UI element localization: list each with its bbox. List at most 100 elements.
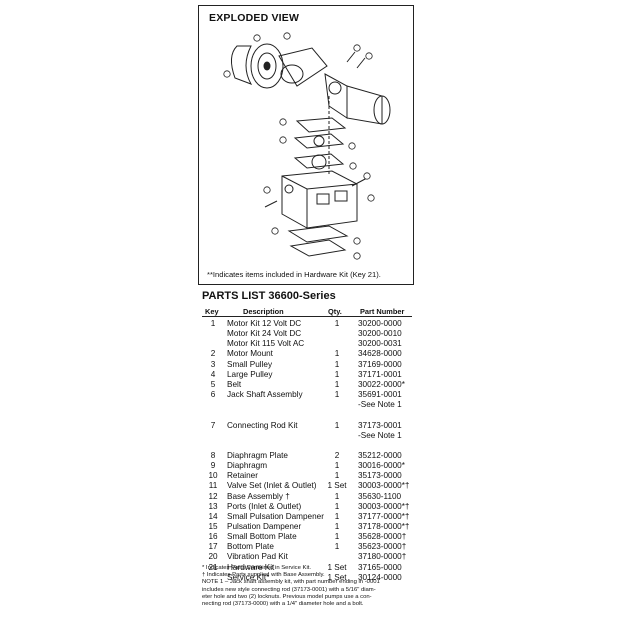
row-part-number: 37173-0001 bbox=[358, 420, 402, 430]
row-part-number: 37169-0000 bbox=[358, 359, 402, 369]
row-description: Vibration Pad Kit bbox=[227, 552, 288, 562]
row-part-number: 30016-0000* bbox=[358, 461, 405, 471]
note-line: † Indicates Parts supplied with Base Ass… bbox=[202, 572, 325, 579]
row-key: 17 bbox=[208, 542, 218, 552]
row-key: 6 bbox=[210, 390, 216, 400]
row-part-number: 35630-1100 bbox=[358, 491, 402, 501]
row-part-number: 30200-0031 bbox=[358, 339, 402, 349]
row-part-number: 37177-0000*† bbox=[358, 511, 410, 521]
header-divider bbox=[202, 316, 412, 317]
row-part-number: 35628-0000† bbox=[358, 532, 407, 542]
row-key: 21 bbox=[208, 562, 218, 572]
row-part-number: 37171-0001 bbox=[358, 369, 402, 379]
row-description: Diaphragm bbox=[227, 461, 268, 471]
row-qty: 2 bbox=[334, 450, 340, 460]
row-description: Motor Kit 24 Volt DC bbox=[227, 329, 302, 339]
motor-mount-shape bbox=[280, 64, 304, 84]
col-header-description: Description bbox=[243, 307, 284, 316]
row-qty: 1 bbox=[334, 369, 340, 379]
vibration-pad-shape bbox=[289, 239, 347, 257]
row-part-number: 35173-0000 bbox=[358, 471, 402, 481]
row-part-number: 30124-0000 bbox=[358, 572, 402, 582]
row-description: Jack Shaft Assembly bbox=[227, 390, 303, 400]
row-description: Pulsation Dampener bbox=[227, 522, 302, 531]
row-description: Small Pulley bbox=[227, 359, 273, 369]
row-description: Base Assembly † bbox=[227, 491, 290, 501]
callout-markers bbox=[223, 32, 375, 260]
row-part-number: 30200-0010 bbox=[358, 329, 402, 339]
row-qty: 1 bbox=[334, 542, 340, 552]
row-key: 9 bbox=[210, 461, 216, 471]
row-qty: 1 Set bbox=[327, 572, 347, 582]
row-description: Valve Set (Inlet & Outlet) bbox=[227, 481, 317, 491]
row-part-number: 37165-0000 bbox=[358, 562, 402, 572]
row-qty: 1 bbox=[334, 501, 340, 511]
row-qty: 1 Set bbox=[327, 481, 347, 491]
row-description: Bottom Plate bbox=[227, 542, 274, 552]
row-part-number: 35691-0001 bbox=[358, 390, 402, 400]
row-qty: 1 Set bbox=[327, 562, 347, 572]
row-description: Hardware Kit bbox=[227, 562, 275, 572]
row-part-number: 34628-0000 bbox=[358, 349, 402, 359]
row-part-number: -See Note 1 bbox=[358, 430, 402, 440]
row-qty: 1 bbox=[334, 491, 340, 501]
row-description: Motor Kit 12 Volt DC bbox=[227, 319, 302, 328]
row-qty: 1 bbox=[334, 359, 340, 369]
row-key: 11 bbox=[208, 481, 218, 491]
row-qty: 1 bbox=[334, 522, 340, 531]
row-key: 3 bbox=[210, 359, 216, 369]
parts-list-title: PARTS LIST 36600-Series bbox=[202, 290, 336, 302]
row-part-number: 37178-0000*† bbox=[358, 522, 410, 531]
row-key: 14 bbox=[208, 511, 218, 521]
row-key: 2 bbox=[210, 349, 216, 359]
note-line: NOTE 1 – Jack shaft assembly kit, with p… bbox=[202, 579, 380, 586]
bottom-plate-shape bbox=[287, 225, 349, 243]
note-line: eter hole and two (2) locknuts. Previous… bbox=[202, 593, 372, 600]
row-description: Ports (Inlet & Outlet) bbox=[227, 501, 302, 511]
hardware-kit-note: **Indicates items included in Hardware K… bbox=[207, 270, 381, 279]
row-description: Belt bbox=[227, 379, 242, 389]
row-qty: 1 bbox=[334, 461, 340, 471]
row-part-number: 35212-0000 bbox=[358, 450, 402, 460]
row-description: Service Kit* bbox=[227, 572, 270, 582]
row-key: 13 bbox=[208, 501, 218, 511]
row-key: 5 bbox=[210, 379, 216, 389]
row-description: Retainer bbox=[227, 471, 258, 481]
row-qty: 1 bbox=[334, 420, 340, 430]
note-line: includes new style connecting rod (37173… bbox=[202, 586, 376, 593]
row-description: Diaphragm Plate bbox=[227, 450, 288, 460]
row-key: 1 bbox=[210, 319, 216, 328]
retainer-shape bbox=[293, 153, 345, 169]
note-line: * Indicates Parts Contained in Service K… bbox=[202, 565, 312, 571]
row-qty: 1 bbox=[334, 319, 340, 328]
row-key: 20 bbox=[208, 552, 218, 562]
motor-body-shape bbox=[346, 85, 383, 125]
row-description: Motor Kit 115 Volt AC bbox=[227, 339, 305, 349]
col-header-key: Key bbox=[205, 307, 219, 316]
base-assembly-shape bbox=[281, 170, 358, 229]
exploded-view-frame: EXPLODED VIEW bbox=[198, 5, 414, 285]
col-header-part-number: Part Number bbox=[360, 307, 405, 316]
col-header-qty: Qty. bbox=[328, 307, 342, 316]
row-key: 8 bbox=[210, 450, 216, 460]
row-description: Small Pulsation Dampener bbox=[227, 511, 324, 521]
row-part-number: 30003-0000*† bbox=[358, 481, 410, 491]
notes-block: * Indicates Parts Contained in Service K… bbox=[202, 565, 414, 608]
row-part-number: 30003-0000*† bbox=[358, 501, 410, 511]
row-description: Motor Mount bbox=[227, 349, 273, 359]
row-qty: 1 bbox=[334, 390, 340, 400]
row-key: 16 bbox=[208, 532, 218, 542]
row-qty: 1 bbox=[334, 349, 340, 359]
row-part-number: 30200-0000 bbox=[358, 319, 402, 328]
row-qty: 1 bbox=[334, 471, 340, 481]
row-description: Small Bottom Plate bbox=[227, 532, 297, 542]
row-description: Connecting Rod Kit bbox=[227, 420, 298, 430]
exploded-view-title: EXPLODED VIEW bbox=[209, 12, 300, 24]
row-key: 4 bbox=[210, 369, 216, 379]
row-description: Large Pulley bbox=[227, 369, 273, 379]
row-key: 15 bbox=[208, 522, 218, 531]
large-pulley-shape bbox=[250, 43, 284, 89]
row-qty: 1 bbox=[334, 379, 340, 389]
row-part-number: 35623-0000† bbox=[358, 542, 407, 552]
row-part-number: 30022-0000* bbox=[358, 379, 405, 389]
